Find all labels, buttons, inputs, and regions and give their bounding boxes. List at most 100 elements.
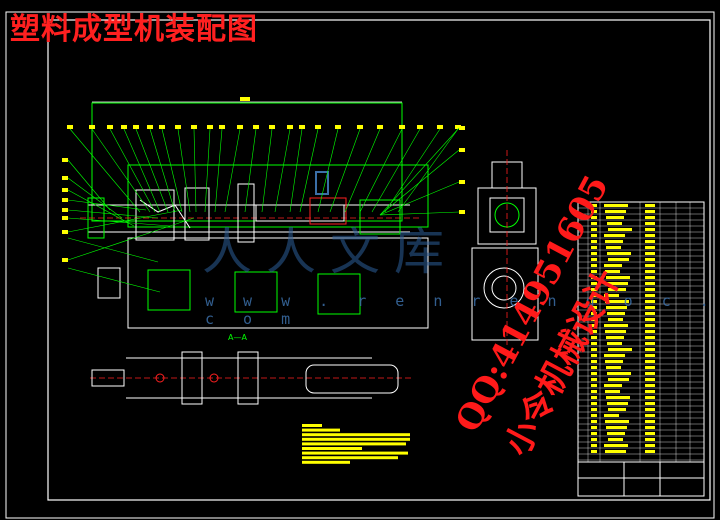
side-view-hopper bbox=[491, 161, 523, 189]
parts-cell-mark bbox=[605, 330, 626, 333]
parts-cell-mark bbox=[605, 210, 626, 213]
requirement-line bbox=[302, 424, 322, 427]
leader-line bbox=[67, 177, 123, 219]
callout-tag bbox=[269, 125, 275, 129]
parts-cell-mark bbox=[607, 222, 622, 225]
parts-cell-mark bbox=[591, 294, 597, 297]
drawing-frame bbox=[47, 19, 711, 501]
parts-cell-mark bbox=[591, 216, 597, 219]
parts-cell-mark bbox=[607, 282, 628, 285]
parts-cell-mark bbox=[645, 348, 655, 351]
callout-tag bbox=[299, 125, 305, 129]
parts-cell-mark bbox=[607, 402, 628, 405]
parts-cell-mark bbox=[606, 366, 621, 369]
parts-cell-mark bbox=[645, 426, 655, 429]
parts-cell-mark bbox=[645, 342, 655, 345]
section-fixed-platen bbox=[237, 351, 259, 405]
callout-tag bbox=[377, 125, 383, 129]
parts-cell-mark bbox=[591, 210, 597, 213]
parts-cell-mark bbox=[591, 336, 597, 339]
parts-cell-mark bbox=[606, 246, 621, 249]
leader-line bbox=[69, 128, 141, 213]
parts-cell-mark bbox=[604, 444, 628, 447]
parts-cell-mark bbox=[591, 342, 597, 345]
leader-line bbox=[67, 267, 161, 293]
parts-cell-mark bbox=[645, 288, 655, 291]
callout-tag bbox=[437, 125, 443, 129]
toggle-linkage bbox=[135, 189, 175, 241]
requirement-line bbox=[302, 447, 362, 450]
callout-tag bbox=[62, 258, 68, 262]
parts-cell-mark bbox=[591, 360, 597, 363]
parts-cell-mark bbox=[591, 324, 597, 327]
leader-line bbox=[109, 128, 156, 213]
leader-line bbox=[379, 127, 460, 216]
parts-cell-mark bbox=[645, 240, 655, 243]
parts-cell-mark bbox=[591, 264, 597, 267]
callout-tag bbox=[62, 216, 68, 220]
parts-cell-mark bbox=[645, 222, 655, 225]
requirement-line bbox=[302, 456, 398, 460]
parts-cell-mark bbox=[645, 210, 655, 213]
parts-cell-mark bbox=[645, 438, 655, 441]
drawing-title: 塑料成型机装配图 bbox=[10, 12, 258, 47]
parts-cell-mark bbox=[591, 408, 597, 411]
callout-tag bbox=[335, 125, 341, 129]
base-door-right bbox=[317, 273, 361, 315]
parts-cell-mark bbox=[591, 354, 597, 357]
parts-cell-mark bbox=[605, 450, 626, 453]
parts-cell-mark bbox=[604, 354, 625, 357]
callout-tag bbox=[62, 188, 68, 192]
parts-cell-mark bbox=[591, 366, 597, 369]
leader-line bbox=[384, 128, 441, 213]
callout-tag bbox=[237, 125, 243, 129]
parts-cell-mark bbox=[591, 390, 597, 393]
leader-line bbox=[299, 128, 319, 213]
callout-tag bbox=[357, 125, 363, 129]
section-barrel bbox=[305, 364, 399, 394]
leader-line bbox=[91, 128, 151, 213]
requirement-line bbox=[302, 433, 410, 437]
leader-line bbox=[67, 209, 183, 233]
parts-cell-mark bbox=[591, 330, 597, 333]
parts-cell-mark bbox=[645, 204, 655, 207]
parts-cell-mark bbox=[645, 330, 655, 333]
leader-line bbox=[149, 128, 176, 213]
parts-cell-mark bbox=[645, 234, 655, 237]
machine-body-outline bbox=[127, 164, 429, 228]
parts-cell-mark bbox=[645, 408, 655, 411]
leader-line bbox=[317, 128, 339, 213]
parts-cell-mark bbox=[607, 312, 625, 315]
callout-tag bbox=[159, 125, 165, 129]
parts-cell-mark bbox=[604, 414, 619, 417]
parts-cell-mark bbox=[645, 366, 655, 369]
leader-line bbox=[214, 128, 223, 213]
callout-tag bbox=[62, 158, 68, 162]
parts-cell-mark bbox=[606, 216, 624, 219]
callout-tag bbox=[315, 125, 321, 129]
moving-platen bbox=[184, 187, 210, 241]
callout-tag bbox=[175, 125, 181, 129]
parts-cell-mark bbox=[608, 318, 623, 321]
parts-cell-mark bbox=[645, 384, 655, 387]
parts-cell-mark bbox=[607, 252, 631, 255]
parts-cell-mark bbox=[645, 450, 655, 453]
parts-cell-mark bbox=[604, 324, 628, 327]
parts-cell-mark bbox=[591, 438, 597, 441]
leader-line bbox=[224, 128, 241, 213]
parts-cell-mark bbox=[645, 246, 655, 249]
upper-guard-outline bbox=[91, 102, 403, 222]
parts-cell-mark bbox=[591, 258, 597, 261]
parts-cell-mark bbox=[645, 402, 655, 405]
callout-tag bbox=[459, 148, 465, 152]
parts-cell-mark bbox=[591, 312, 597, 315]
callout-tag bbox=[399, 125, 405, 129]
parts-cell-mark bbox=[645, 414, 655, 417]
callout-tag bbox=[62, 198, 68, 202]
callout-tag bbox=[62, 208, 68, 212]
parts-cell-mark bbox=[591, 300, 597, 303]
technical-requirements bbox=[302, 424, 410, 464]
callout-tag bbox=[133, 125, 139, 129]
base-door-left bbox=[147, 269, 191, 311]
parts-cell-mark bbox=[591, 402, 597, 405]
